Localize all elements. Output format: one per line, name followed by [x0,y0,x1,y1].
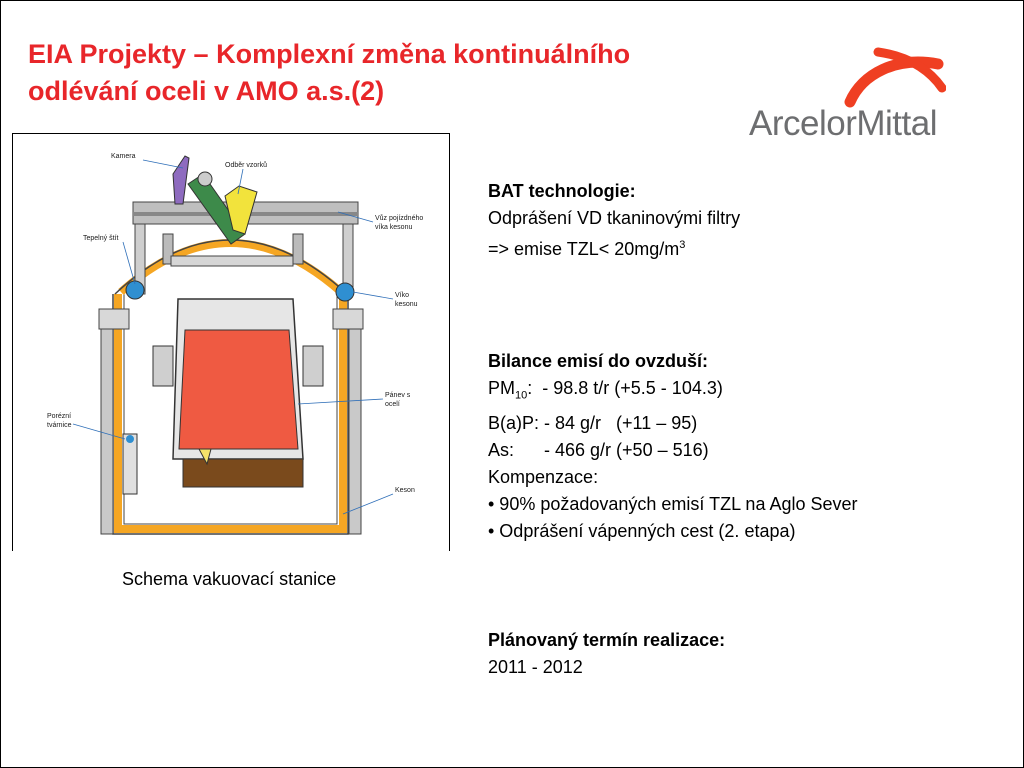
arcelormittal-logo-icon [844,47,946,108]
bilance-bullet-2: • Odprášení vápenných cest (2. etapa) [488,520,796,541]
bilance-heading: Bilance emisí do ovzduší: [488,351,709,371]
diagram-caption: Schema vakuovací stanice [122,569,337,589]
bat-block: BAT technologie: Odprášení VD tkaninovým… [488,178,740,263]
termin-block: Plánovaný termín realizace: 2011 - 2012 [488,627,725,681]
title-line-1: EIA Projekty – Komplexní změna kontinuál… [28,39,631,69]
label-kamera: Kamera [111,153,136,160]
label-vuz-line2: víka kesonu [375,224,412,231]
bat-line-2: => emise TZL< 20mg/m3 [488,232,740,263]
diagram-svg: Kamera Odběr vzorků Vůz pojízdného víka … [47,153,423,535]
bat-line-2-text: => emise TZL< 20mg/m [488,239,680,259]
label-odber-vzorku: Odběr vzorků [225,161,267,169]
pm-value: : - 98.8 t/r (+5.5 - 104.3) [527,378,723,398]
bat-heading: BAT technologie: [488,181,636,201]
label-porezni-line2: tvárnice [47,422,72,429]
termin-heading: Plánovaný termín realizace: [488,630,726,650]
label-keson: Keson [395,487,415,494]
title-line-2: odlévání oceli v AMO a.s.(2) [28,76,385,106]
bat-line-2-sup: 3 [679,239,686,251]
pm-sub: 10 [515,389,528,402]
termin-value: 2011 - 2012 [488,657,583,677]
bilance-as: As: - 466 g/r (+50 – 516) [488,439,709,460]
bilance-bullet-1: • 90% požadovaných emisí TZL na Aglo Sev… [488,493,858,514]
label-vuz-line1: Vůz pojízdného [375,214,423,222]
label-panev-line1: Pánev s [385,392,411,399]
label-porezni-line1: Porézní [47,413,71,420]
label-viko-line1: Víko [395,292,409,299]
label-tepelny-stit: Tepelný štít [83,235,118,242]
logo-wordmark: ArcelorMittal [749,104,937,143]
bilance-block: Bilance emisí do ovzduší: PM10: - 98.8 t… [488,348,858,545]
bilance-bap: B(a)P: - 84 g/r (+11 – 95) [488,412,698,433]
bilance-pm: PM10: - 98.8 t/r (+5.5 - 104.3) [488,375,858,410]
slide-title: EIA Projekty – Komplexní změna kontinuál… [28,36,808,110]
label-viko-line2: kesonu [395,301,418,308]
pm-prefix: PM [488,378,515,398]
bilance-kompenzace: Kompenzace: [488,466,599,487]
label-panev-line2: ocelí [385,401,400,408]
bat-line-1: Odprášení VD tkaninovými filtry [488,208,741,228]
vacuum-station-diagram: Kamera Odběr vzorků Vůz pojízdného víka … [12,133,450,551]
